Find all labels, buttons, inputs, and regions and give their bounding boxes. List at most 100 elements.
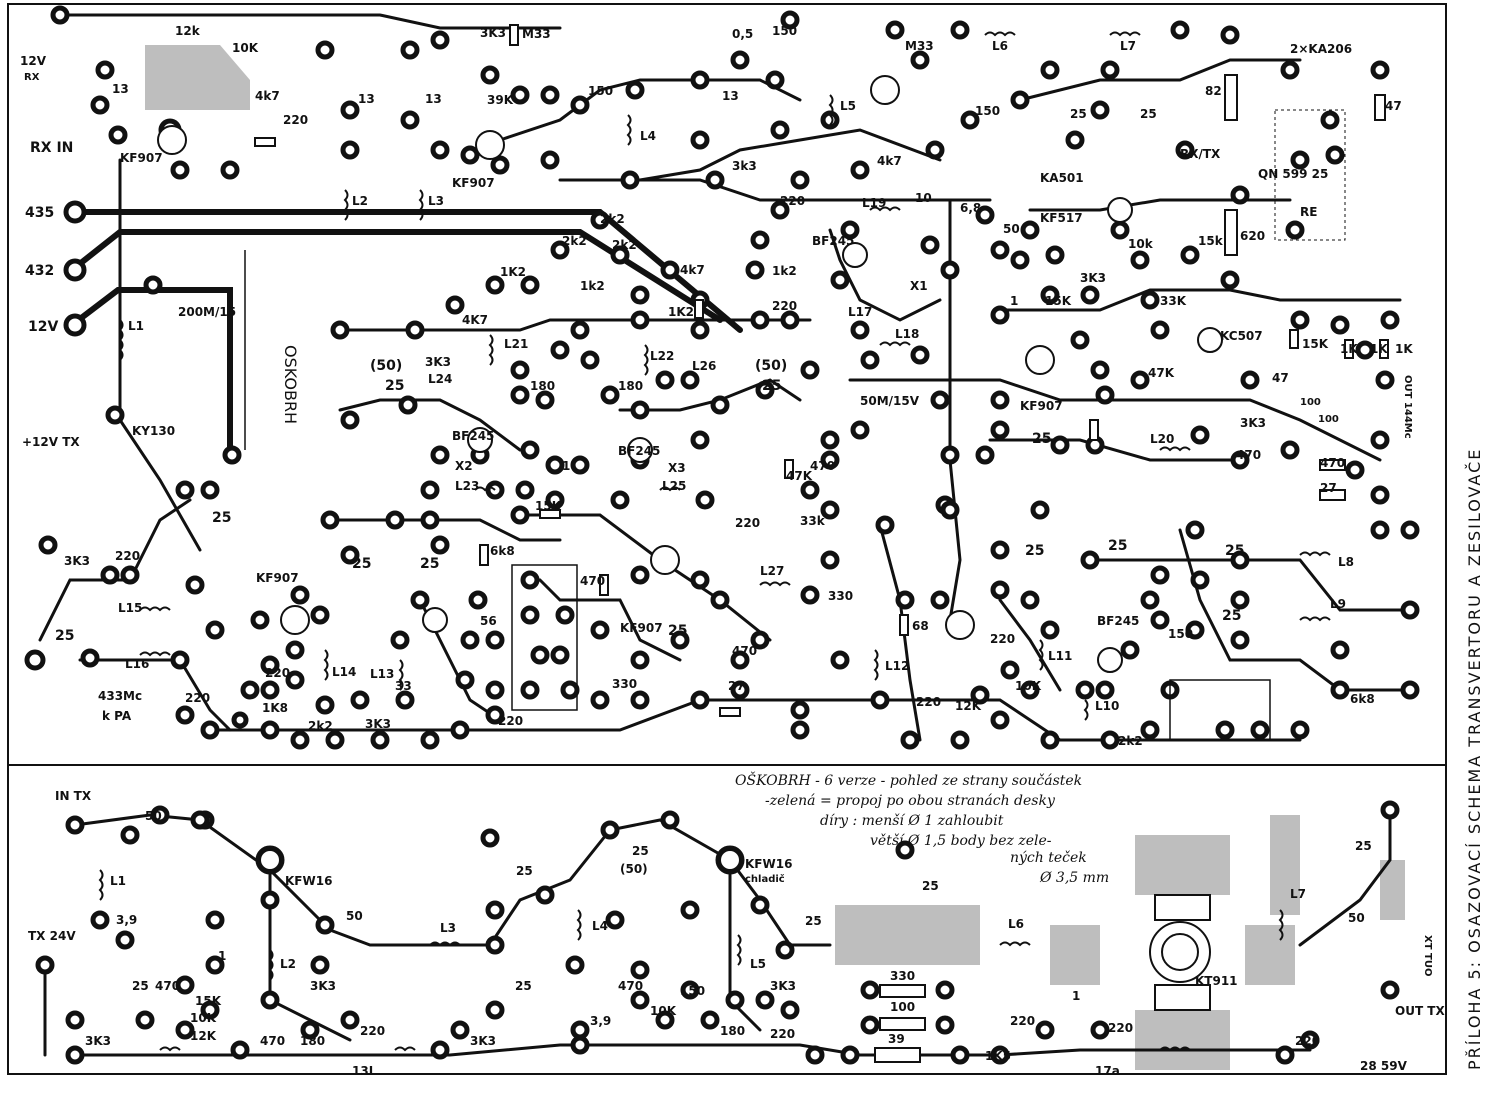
val-39k: 39K xyxy=(487,93,514,107)
val-150a: 150 xyxy=(588,84,613,98)
tx-coil-l3: L3 xyxy=(440,921,456,935)
label-50m: 50M/15V xyxy=(860,394,920,408)
bus-bottom xyxy=(203,698,1302,742)
val-180: 180 xyxy=(530,379,555,393)
tx-val-50c: 50 xyxy=(1348,911,1365,925)
tx-val-25g: 25 xyxy=(1355,839,1372,853)
tx-label-outtx: OUT TX xyxy=(1395,1004,1445,1018)
tx-val-330: 330 xyxy=(890,969,915,983)
tx-val-15k: 15K xyxy=(195,994,222,1008)
coil-l15: L15 xyxy=(118,601,142,615)
val-33: 33 xyxy=(395,679,412,693)
val-180b: 180 xyxy=(618,379,643,393)
val-1k: 1K xyxy=(1340,342,1358,356)
coil-l24: L24 xyxy=(428,372,452,386)
tx-val-3k3b: 3K3 xyxy=(310,979,336,993)
val-27b: 27 xyxy=(728,679,745,693)
label-kf907-e: KF907 xyxy=(620,621,663,635)
kf907-b-body xyxy=(475,130,505,160)
tx-board: IN TX TX 24V KFW16 KFW16 chladič KT911 O… xyxy=(28,771,1445,1078)
label-bf245-c: BF245 xyxy=(812,234,854,248)
coil-l21: L21 xyxy=(504,337,528,351)
tx-val-1b: 1 xyxy=(1072,989,1080,1003)
coil-l3: L3 xyxy=(428,194,444,208)
val-13c: 13 xyxy=(425,92,442,106)
val-470e: 470 xyxy=(810,459,835,473)
val-25d: 25 xyxy=(762,378,781,394)
val-100b: 100 xyxy=(1318,414,1339,425)
val-1kb: 1K xyxy=(1370,342,1388,356)
coil-l14: L14 xyxy=(332,665,356,679)
val-25m: 25 xyxy=(1225,543,1244,559)
label-bf245-a: BF245 xyxy=(452,429,494,443)
val-1k2c: 1K2 xyxy=(668,305,694,319)
coil-l20: L20 xyxy=(1150,432,1174,446)
tx-coil-l1: L1 xyxy=(110,874,126,888)
label-kf517: KF517 xyxy=(1040,211,1083,225)
val-220i: 220 xyxy=(498,714,523,728)
val-3k3f: 3K3 xyxy=(64,554,90,568)
rx-board: OSKOBRH 12V RX RX IN 435 432 12V +12V TX… xyxy=(20,5,1420,750)
bus-g xyxy=(328,518,562,542)
label-2xka206: 2×KA206 xyxy=(1290,42,1352,56)
bus-d xyxy=(1028,198,1292,212)
coil-l18: L18 xyxy=(895,327,919,341)
val-220j: 220 xyxy=(772,299,797,313)
val-10k: 10K xyxy=(232,41,259,55)
val-13a: 13 xyxy=(112,82,129,96)
val-47b: 47 xyxy=(1272,371,1289,385)
kf907-c-body xyxy=(870,75,900,105)
kf907-f-body xyxy=(650,545,680,575)
val-15kc: 15K xyxy=(1302,337,1329,351)
val-220b: 220 xyxy=(780,194,805,208)
coil-l22: L22 xyxy=(650,349,674,363)
shaded-pad-input xyxy=(145,45,250,110)
val-3k3g: 3K3 xyxy=(365,717,391,731)
val-50paren: (50) xyxy=(370,358,402,374)
kf517-body xyxy=(1107,197,1133,223)
tx-coil-l4: L4 xyxy=(592,919,608,933)
tx-label-in: IN TX xyxy=(55,789,92,803)
tx-val-100: 100 xyxy=(890,1000,915,1014)
copper-e xyxy=(1135,1010,1230,1070)
kc507-body xyxy=(1197,327,1223,353)
val-4k7d: 4K7 xyxy=(462,313,488,327)
val-2k2b: 2k2 xyxy=(562,234,587,248)
val-100: 100 xyxy=(1300,397,1321,408)
val-4k7b: 4k7 xyxy=(877,154,902,168)
val-15k: 15K xyxy=(1045,294,1072,308)
coils-tx xyxy=(98,869,1284,1052)
bus-j xyxy=(878,523,922,742)
label-12v-tx: +12V TX xyxy=(22,435,80,449)
val-2k2c: 2k2 xyxy=(612,238,637,252)
label-ky130: KY130 xyxy=(132,424,175,438)
val-25a: 25 xyxy=(1140,107,1157,121)
val-10kb: 10k xyxy=(1128,237,1154,251)
val-3k3b: 3k3 xyxy=(732,159,757,173)
tx-wire-out xyxy=(1298,808,1392,947)
val-25n: 25 xyxy=(1222,608,1241,624)
val-220c: 220 xyxy=(990,632,1015,646)
val-25c: 25 xyxy=(385,378,404,394)
tx-wire-main xyxy=(73,813,832,947)
tx-val-220b: 220 xyxy=(770,1027,795,1041)
tx-val-25a: 25 xyxy=(516,864,533,878)
val-4k7: 4k7 xyxy=(255,89,280,103)
kf907-d-body xyxy=(1025,345,1055,375)
coils-rx xyxy=(118,31,1331,721)
bus-b xyxy=(638,128,942,182)
val-2k2d: 2k2 xyxy=(1118,734,1143,748)
tx-val-220e: 220 xyxy=(1295,1034,1320,1048)
val-47: 47 xyxy=(1385,99,1402,113)
val-25h: 25 xyxy=(420,556,439,572)
label-kpa: k PA xyxy=(102,709,132,723)
coil-l19: L19 xyxy=(862,196,886,210)
crystal-box-a xyxy=(511,564,578,711)
tx-val-3k3a: 3K3 xyxy=(85,1034,111,1048)
coil-l4: L4 xyxy=(640,129,656,143)
label-kc507: KC507 xyxy=(1220,329,1263,343)
label-re: RE xyxy=(1300,205,1317,219)
note-line3: díry : menší Ø 1 zahloubit xyxy=(820,813,1004,829)
label-433mc: 433Mc xyxy=(98,689,142,703)
val-m33b: M33 xyxy=(905,39,934,53)
